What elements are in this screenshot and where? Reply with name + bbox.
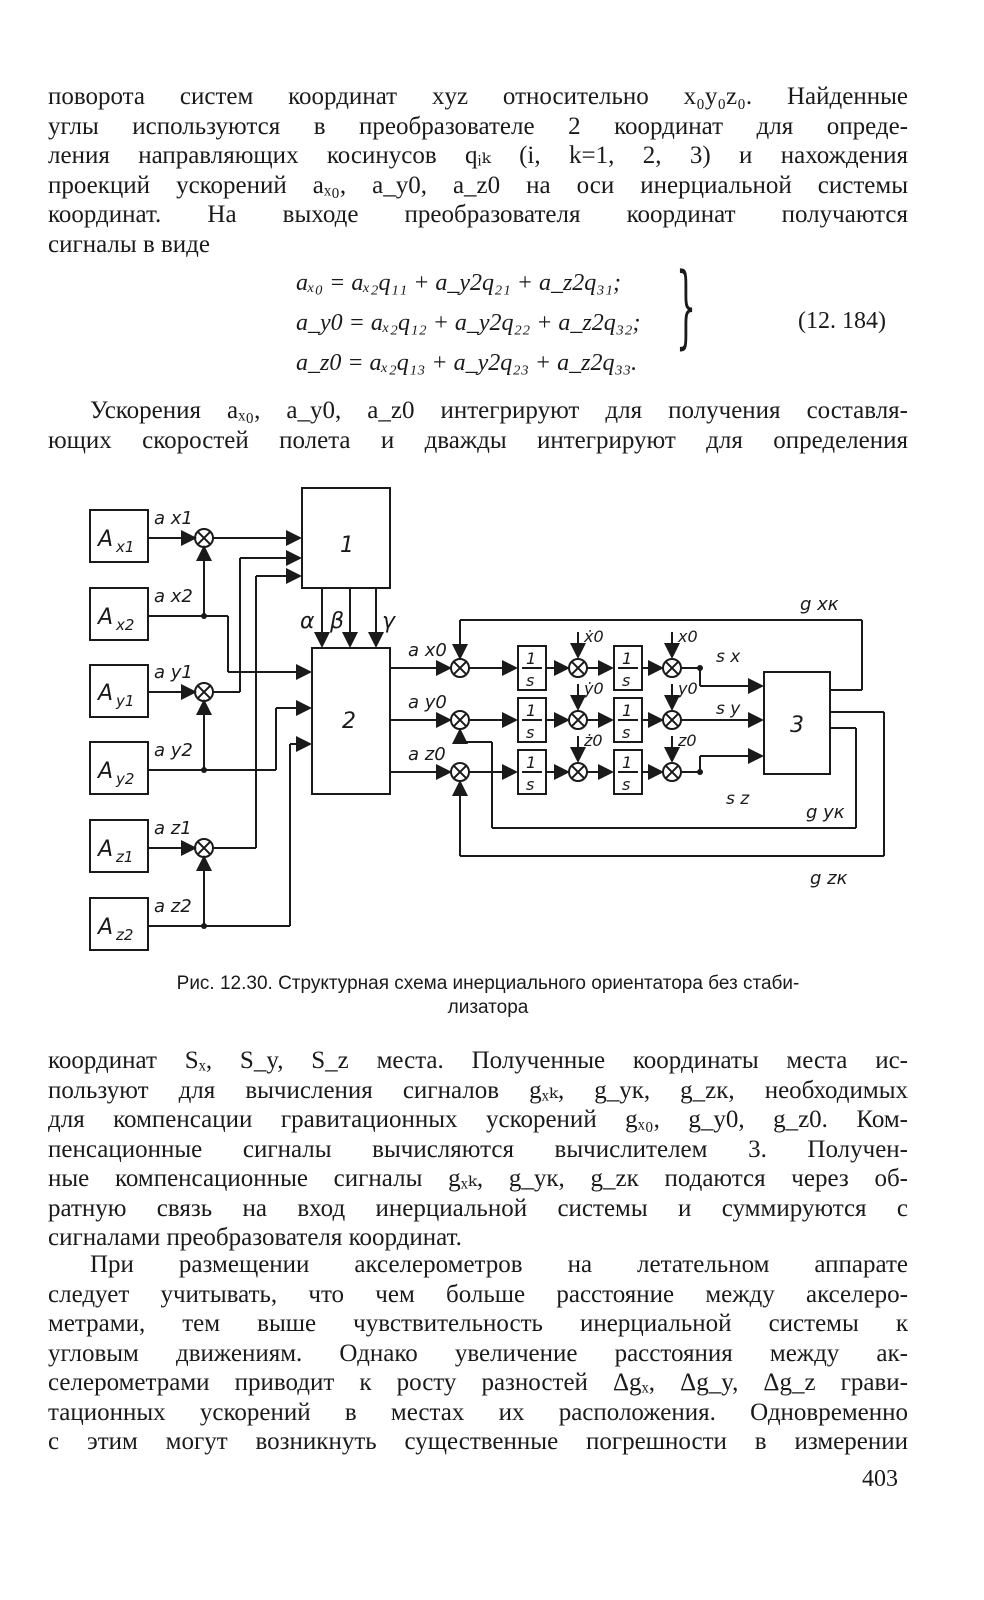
caption-line: лизатора bbox=[447, 997, 529, 1018]
sensor-box-ax1 bbox=[89, 509, 149, 563]
sensor-box-ay2 bbox=[89, 741, 149, 795]
integrator-den: s bbox=[526, 671, 534, 690]
sensor-box-az2 bbox=[89, 897, 149, 951]
angle-alpha: α bbox=[300, 609, 315, 634]
sensor-sub: z2 bbox=[115, 926, 133, 944]
text-line: пенсационные сигналы вычисляются вычисли… bbox=[48, 1135, 908, 1163]
paragraph-bottom-1: координат Sₓ, S_y, S_z места. Полученные… bbox=[48, 1046, 908, 1253]
output-label: a y0 bbox=[408, 692, 447, 713]
paragraph-middle: Ускорения aₓ₀, a_y0, a_z0 интегрируют дл… bbox=[48, 396, 908, 455]
integrator-num: 1 bbox=[526, 753, 536, 772]
integrator-den: s bbox=[622, 671, 630, 690]
text-line: Ускорения aₓ₀, a_y0, a_z0 интегрируют дл… bbox=[90, 397, 908, 424]
block-2-label: 2 bbox=[342, 709, 356, 734]
caption-line: Рис. 12.30. Структурная схема инерциальн… bbox=[176, 973, 800, 994]
output-label: a z0 bbox=[408, 744, 446, 765]
text-line: метрами, тем выше чувствительность инерц… bbox=[48, 1310, 908, 1337]
sensor-label: A bbox=[96, 759, 113, 784]
integrator-num: 1 bbox=[526, 649, 536, 668]
text-line: ющих скоростей полета и дважды интегриру… bbox=[48, 426, 908, 454]
text-line: для компенсации гравитационных ускорений… bbox=[48, 1106, 908, 1133]
text-line: тационных ускорений в местах их располож… bbox=[48, 1398, 908, 1426]
right-brace: } bbox=[676, 254, 697, 359]
velocity-label: ẋ0 bbox=[583, 627, 604, 646]
signal-label: a y1 bbox=[154, 662, 193, 683]
text-line: поворота систем координат xyz относитель… bbox=[48, 83, 908, 110]
position-label: y0 bbox=[677, 679, 698, 698]
s-label: s z bbox=[726, 789, 750, 809]
equation-3: a_z0 = aₓ₂q₁₃ + a_y2q₂₃ + a_z2q₃₃. bbox=[296, 350, 638, 376]
position-label: z0 bbox=[677, 731, 697, 750]
velocity-label: ż0 bbox=[583, 731, 603, 750]
sensor-label: A bbox=[96, 605, 113, 630]
signal-label: a z1 bbox=[154, 818, 192, 839]
sensor-sub: x2 bbox=[115, 616, 134, 634]
text-line: селерометрами приводит к росту разностей… bbox=[48, 1369, 908, 1396]
text-line: угловым движениям. Однако увеличение рас… bbox=[48, 1339, 908, 1367]
text-line: координат. На выходе преобразователя коо… bbox=[48, 201, 908, 228]
integrator-den: s bbox=[526, 723, 534, 742]
integrator-den: s bbox=[622, 775, 630, 794]
page-number: 403 bbox=[862, 1466, 898, 1492]
text-line: сигналами преобразователя координат. bbox=[48, 1224, 462, 1251]
output-label: a x0 bbox=[408, 640, 447, 661]
text-line: ратную связь на вход инерциальной систем… bbox=[48, 1194, 908, 1222]
s-label: s x bbox=[716, 647, 741, 667]
integrator-den: s bbox=[526, 775, 534, 794]
feedback-label: g xк bbox=[800, 594, 839, 615]
text-line: пользуют для вычисления сигналов gₓₖ, g_… bbox=[48, 1076, 908, 1104]
signal-label: a z2 bbox=[154, 896, 192, 917]
sensor-label: A bbox=[96, 681, 113, 706]
text-line: сигналы в виде bbox=[48, 230, 210, 258]
integrator-den: s bbox=[622, 723, 630, 742]
sensor-label: A bbox=[96, 915, 113, 940]
figure-caption: Рис. 12.30. Структурная схема инерциальн… bbox=[48, 972, 928, 1020]
sensor-sub: y1 bbox=[115, 692, 134, 710]
signal-label: a x1 bbox=[154, 508, 193, 529]
text-line: с этим могут возникнуть существенные пог… bbox=[48, 1428, 908, 1455]
text-line: ные компенсационные сигналы gₓₖ, g_yк, g… bbox=[48, 1165, 908, 1192]
sensor-label: A bbox=[96, 837, 113, 862]
block-diagram: A x1 A x2 A y1 A y2 A z1 A z2 a x1 a x2 … bbox=[89, 487, 885, 951]
signal-label: a x2 bbox=[154, 586, 193, 607]
equation-1: aₓ₀ = aₓ₂q₁₁ + a_y2q₂₁ + a_z2q₃₁; bbox=[296, 270, 621, 296]
feedback-label: g zк bbox=[810, 868, 848, 889]
text-line: проекций ускорений aₓ₀, a_y0, a_z0 на ос… bbox=[48, 171, 908, 199]
feedback-label: g yк bbox=[806, 802, 845, 823]
text-line: углы используются в преобразователе 2 ко… bbox=[48, 112, 908, 140]
integrator-num: 1 bbox=[622, 701, 632, 720]
equation-number: (12. 184) bbox=[798, 308, 886, 334]
sensor-sub: y2 bbox=[115, 770, 134, 788]
position-label: x0 bbox=[677, 627, 698, 646]
sensor-label: A bbox=[96, 527, 113, 552]
velocity-label: ẏ0 bbox=[583, 679, 604, 698]
block-3-label: 3 bbox=[790, 713, 804, 738]
sensor-sub: x1 bbox=[115, 538, 134, 556]
integrator-num: 1 bbox=[622, 649, 632, 668]
block-1-label: 1 bbox=[340, 533, 354, 558]
angle-gamma: γ bbox=[382, 609, 396, 634]
text-line: следует учитывать, что чем больше рассто… bbox=[48, 1280, 908, 1308]
paragraph-top: поворота систем координат xyz относитель… bbox=[48, 82, 908, 259]
s-label: s y bbox=[716, 699, 741, 719]
signal-label: a y2 bbox=[154, 740, 193, 761]
integrator-num: 1 bbox=[622, 753, 632, 772]
block-3 bbox=[763, 671, 831, 775]
text-line: При размещении акселерометров на летател… bbox=[90, 1251, 908, 1278]
text-line: ления направляющих косинусов qᵢₖ (i, k=1… bbox=[48, 142, 908, 169]
text-line: координат Sₓ, S_y, S_z места. Полученные… bbox=[48, 1047, 908, 1074]
block-1 bbox=[301, 487, 391, 589]
sensor-box-ax2 bbox=[89, 587, 149, 641]
equation-2: a_y0 = aₓ₂q₁₂ + a_y2q₂₂ + a_z2q₃₂; bbox=[296, 310, 641, 336]
integrator-num: 1 bbox=[526, 701, 536, 720]
sensor-sub: z1 bbox=[115, 848, 133, 866]
angle-beta: β bbox=[329, 609, 344, 634]
paragraph-bottom-2: При размещении акселерометров на летател… bbox=[48, 1250, 908, 1457]
sensor-box-az1 bbox=[89, 819, 149, 873]
